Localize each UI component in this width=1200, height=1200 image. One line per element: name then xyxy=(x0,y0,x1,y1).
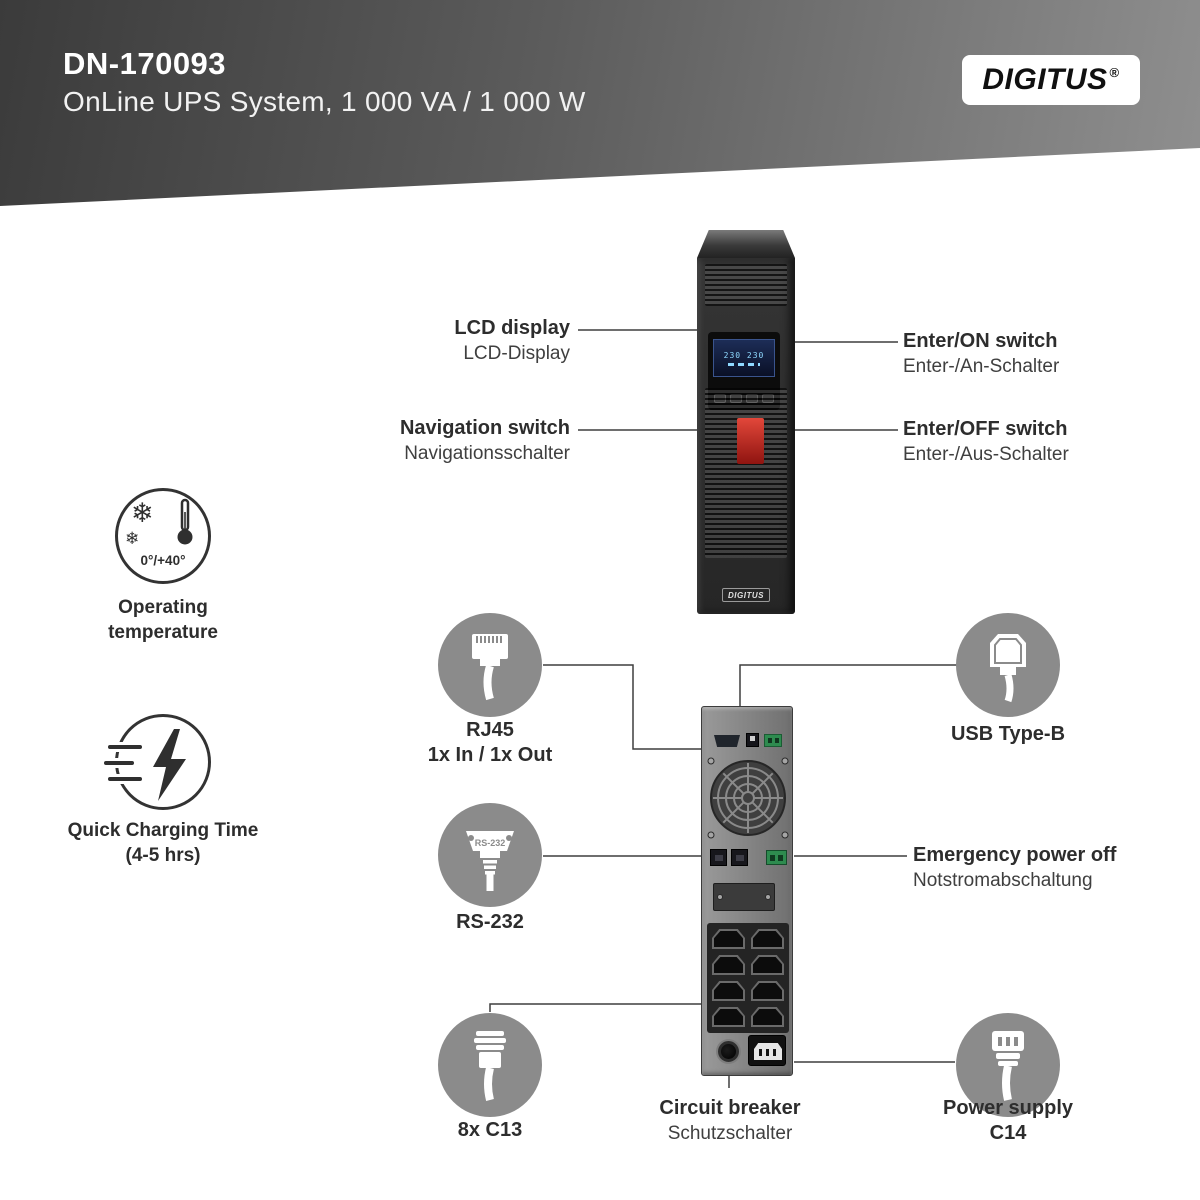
rj45-in-port xyxy=(710,849,727,866)
rs232-label: RS-232 xyxy=(456,911,524,933)
c13-outlet xyxy=(712,955,745,975)
c13-outlet xyxy=(751,1007,784,1027)
rj45-badge xyxy=(438,613,542,717)
rj45-out-port xyxy=(731,849,748,866)
navigation-label-en: Navigation switch xyxy=(399,417,570,439)
digitus-logo-text: DIGITUS xyxy=(982,63,1108,96)
outlet-panel xyxy=(707,923,789,1033)
screw-icon xyxy=(717,894,723,900)
quick-charging-badge xyxy=(104,714,211,810)
usb-label: USB Type-B xyxy=(950,723,1066,745)
lcd-screen: 230 230 xyxy=(713,339,775,377)
epo-label-de: Notstromabschaltung xyxy=(913,870,1093,891)
speed-lines-icon xyxy=(108,777,142,781)
c13-outlet xyxy=(751,929,784,949)
rs232-badge: RS-232 xyxy=(438,803,542,907)
c13-outlet xyxy=(712,981,745,1001)
epo-connector xyxy=(766,850,787,865)
c13-outlet xyxy=(712,929,745,949)
front-vents xyxy=(705,264,787,306)
temperature-range: 0°/+40° xyxy=(140,553,186,568)
enter-off-label-en: Enter/OFF switch xyxy=(903,418,1068,440)
rs232-connector-label: RS-232 xyxy=(475,838,506,848)
usb-b-port xyxy=(746,733,759,747)
c13-label: 8x C13 xyxy=(457,1119,523,1141)
usb-b-connector-icon xyxy=(990,634,1026,703)
ups-front-view: 230 230 DIGITUS xyxy=(697,230,795,614)
lcd-label-de: LCD-Display xyxy=(463,343,570,364)
quick-charging-label: Quick Charging Time xyxy=(67,820,259,841)
speed-lines-icon xyxy=(108,745,142,749)
snowflake-icon: ❄ xyxy=(131,498,154,528)
lcd-label-en: LCD display xyxy=(454,317,570,339)
c13-outlet xyxy=(712,1007,745,1027)
terminal-block xyxy=(764,734,782,747)
speed-lines-icon xyxy=(104,761,134,765)
c14-badge xyxy=(956,1013,1060,1117)
c13-callout-line xyxy=(489,1003,701,1012)
operating-temperature-label: temperature xyxy=(108,622,218,643)
enter-off-label-de: Enter-/Aus-Schalter xyxy=(903,444,1069,465)
product-subtitle: OnLine UPS System, 1 000 VA / 1 000 W xyxy=(63,86,586,117)
navigation-label-de: Navigationsschalter xyxy=(404,443,570,464)
c14-inlet xyxy=(748,1035,786,1066)
operating-temperature-label: Operating xyxy=(118,597,208,618)
expansion-slot xyxy=(713,883,775,911)
c13-badge xyxy=(438,1013,542,1117)
power-supply-label-en: Power supply xyxy=(942,1097,1074,1119)
usb-badge xyxy=(956,613,1060,717)
rj45-sublabel: 1x In / 1x Out xyxy=(427,744,553,766)
ups-top-face xyxy=(697,230,795,258)
snowflake-icon: ❄ xyxy=(125,529,140,548)
breaker-label-en: Circuit breaker xyxy=(659,1097,801,1119)
power-supply-label-de: C14 xyxy=(989,1122,1027,1144)
quick-charging-label: (4-5 hrs) xyxy=(125,845,201,866)
cooling-fan xyxy=(707,757,789,839)
rj45-label: RJ45 xyxy=(466,719,514,741)
product-model: DN-170093 xyxy=(63,46,227,81)
breaker-label-de: Schutzschalter xyxy=(667,1123,793,1144)
usb-callout-line xyxy=(739,664,957,707)
rs232-port xyxy=(714,735,740,747)
thermometer-icon xyxy=(177,498,193,545)
c14-connector-icon xyxy=(992,1031,1024,1101)
ups-rear-view xyxy=(701,706,793,1076)
enter-on-label-en: Enter/ON switch xyxy=(903,330,1058,352)
screw-icon xyxy=(765,894,771,900)
front-brand-badge: DIGITUS xyxy=(722,588,770,602)
rj45-callout-line xyxy=(543,664,701,750)
front-vents xyxy=(705,388,787,558)
rs232-connector-icon: RS-232 xyxy=(466,831,514,891)
ups-front-body: 230 230 DIGITUS xyxy=(697,258,795,614)
c13-connector-icon xyxy=(474,1031,506,1101)
enter-on-label-de: Enter-/An-Schalter xyxy=(903,356,1060,377)
c13-outlet xyxy=(751,981,784,1001)
registered-mark: ® xyxy=(1109,64,1120,80)
lcd-bars xyxy=(728,362,760,366)
digitus-logo: DIGITUS® xyxy=(962,55,1140,105)
warning-label xyxy=(737,418,764,464)
lcd-readout: 230 230 xyxy=(723,350,765,360)
lightning-bolt-icon xyxy=(153,729,186,801)
rj45-connector-icon xyxy=(472,634,508,701)
c13-outlet xyxy=(751,955,784,975)
circuit-breaker xyxy=(718,1041,739,1062)
epo-label-en: Emergency power off xyxy=(913,844,1117,866)
operating-temperature-badge: ❄ ❄ 0°/+40° xyxy=(115,488,211,584)
